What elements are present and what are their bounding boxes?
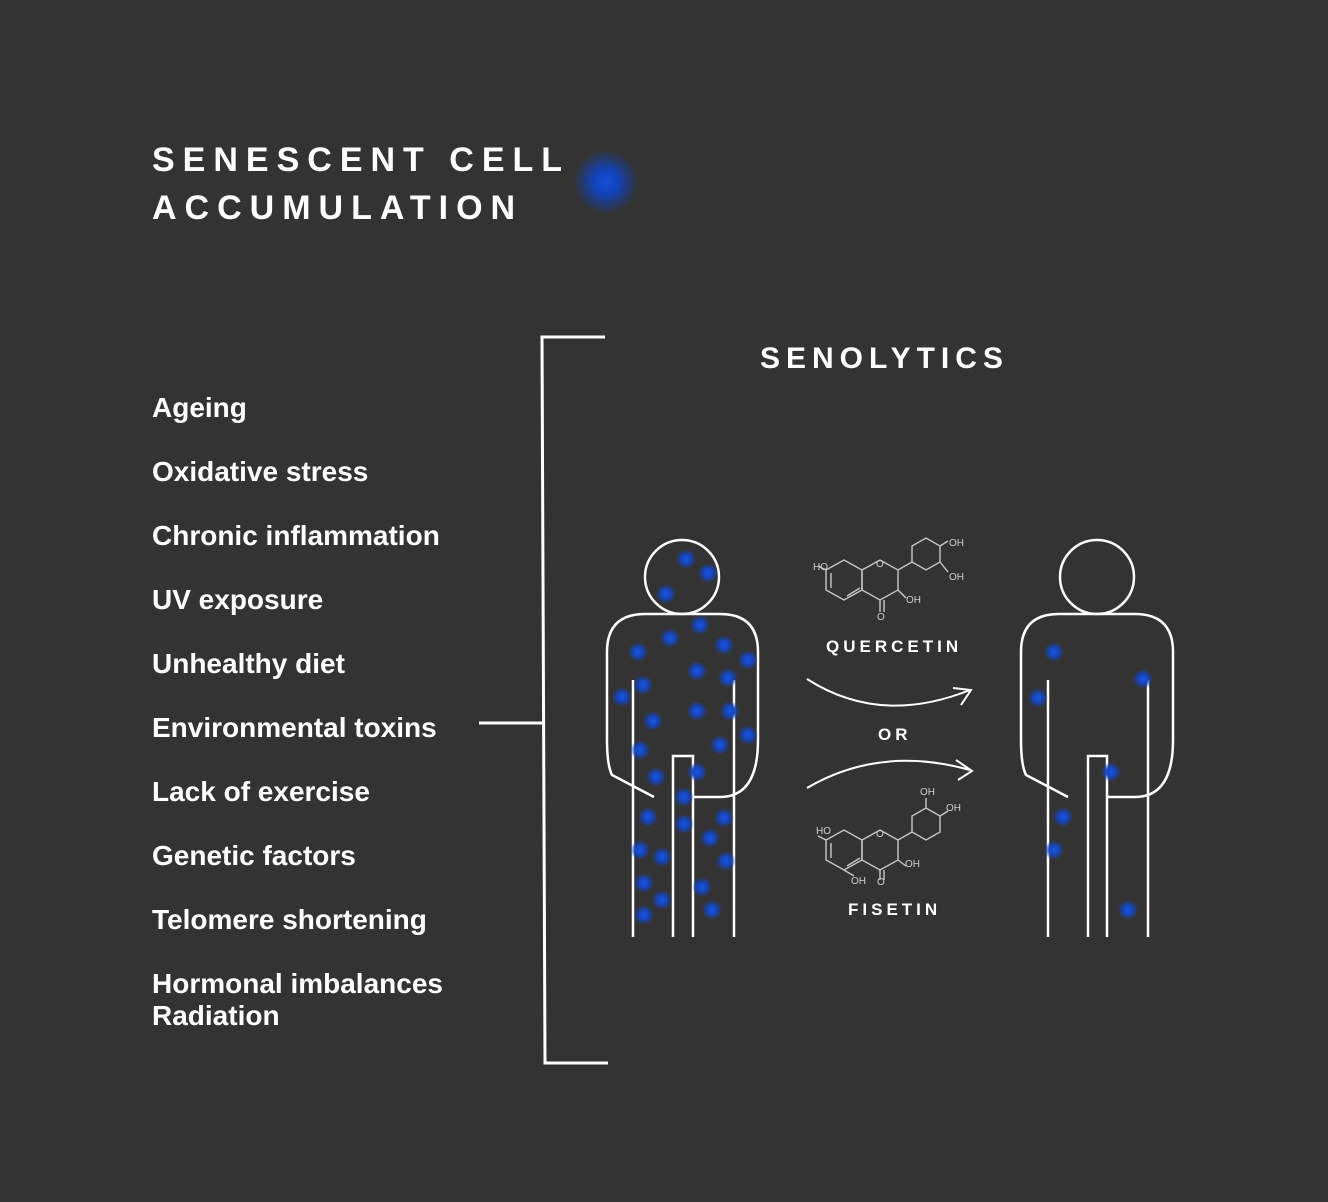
senescent-cell-icon [674, 787, 694, 807]
senescent-cell-icon [660, 628, 680, 648]
bracket-line [540, 335, 608, 1065]
senescent-cell-icon [692, 877, 712, 897]
or-label: OR [878, 725, 912, 744]
senescent-cell-icon [702, 900, 722, 920]
quercetin-oh-right: OH [949, 572, 964, 583]
factor-item: Ageing [152, 392, 247, 423]
factor-item-last: Hormonal imbalances Radiation [152, 964, 443, 1032]
fisetin-oh-top: OH [920, 787, 935, 798]
fisetin-ho: HO [816, 826, 831, 837]
senescent-cell-icon [638, 807, 658, 827]
senescent-cell-icon [710, 735, 730, 755]
fisetin-oh-right: OH [946, 803, 961, 814]
factor-item: Unhealthy diet [152, 648, 345, 679]
title-line-2: ACCUMULATION [152, 189, 524, 227]
senescent-cell-icon [714, 808, 734, 828]
factor-item: UV exposure [152, 584, 324, 615]
senescent-cell-icon [690, 615, 710, 635]
quercetin-o-carbonyl: O [877, 612, 885, 623]
senescent-cell-icon [720, 701, 740, 721]
arrow-fisetin [806, 759, 971, 789]
senescent-cell-icon [643, 711, 663, 731]
title-line-1: SENESCENT CELL [152, 141, 571, 179]
quercetin-o-ring: O [876, 559, 884, 570]
arrows [806, 678, 974, 789]
factor-item: Hormonal imbalances [152, 968, 443, 999]
factor-item: Oxidative stress [152, 456, 369, 487]
senescent-cell-icon [1053, 807, 1073, 827]
factor-item: Telomere shortening [152, 904, 427, 935]
quercetin-label: QUERCETIN [826, 637, 963, 656]
factor-item: Lack of exercise [152, 776, 370, 807]
senescent-cell-icon [687, 661, 707, 681]
arrow-head [955, 759, 974, 781]
senescent-cell-icon [738, 725, 758, 745]
quercetin-oh-top: OH [949, 538, 964, 549]
senescent-cell-icon [698, 563, 718, 583]
senescent-cell-icon [630, 740, 650, 760]
person-after [1019, 538, 1175, 937]
senescent-cell-icon [646, 767, 666, 787]
senescent-cell-icon [714, 635, 734, 655]
senolytics-heading: SENOLYTICS [760, 342, 1009, 375]
senescent-cell-icon [676, 549, 696, 569]
senescent-cell-icon [1118, 900, 1138, 920]
person-body [1019, 612, 1175, 937]
senescent-cell-dot-icon [574, 150, 638, 214]
factor-list: Ageing Oxidative stress Chronic inflamma… [152, 388, 443, 1032]
cells-before [612, 549, 758, 925]
senescent-cell-icon [1044, 840, 1064, 860]
fisetin-structure-icon: HO O OH OH OH OH O [816, 787, 961, 888]
senescent-cell-icon [652, 847, 672, 867]
senescent-cell-icon [687, 701, 707, 721]
factor-item: Environmental toxins [152, 712, 437, 743]
senescent-cell-icon [634, 873, 654, 893]
bracket [479, 335, 608, 1065]
arrow-quercetin [806, 678, 971, 707]
quercetin-oh-bottom: OH [906, 595, 921, 606]
senescent-cell-icon [1101, 762, 1121, 782]
arrow-head [952, 687, 973, 706]
fisetin-o-ring: O [876, 829, 884, 840]
senescent-cell-icon [612, 687, 632, 707]
senescent-cell-icon [652, 890, 672, 910]
factor-item: Genetic factors [152, 840, 356, 871]
senescent-cell-icon [634, 905, 654, 925]
senescent-cell-icon [633, 675, 653, 695]
senescent-cell-icon [1028, 688, 1048, 708]
senescent-cell-icon [630, 840, 650, 860]
senescent-cell-icon [687, 762, 707, 782]
senescent-cell-icon [674, 814, 694, 834]
senescent-cell-icon [628, 642, 648, 662]
senescent-cell-icon [738, 650, 758, 670]
senescent-cell-icon [716, 851, 736, 871]
fisetin-o-carbonyl: O [877, 877, 885, 888]
quercetin-ho: HO [813, 562, 828, 573]
fisetin-oh-bottom: OH [905, 859, 920, 870]
person-before [605, 538, 760, 937]
factor-item: Radiation [152, 1000, 280, 1031]
person-body [605, 612, 760, 937]
senescent-cell-icon [1133, 669, 1153, 689]
person-head [1058, 538, 1136, 616]
cells-after [1028, 642, 1153, 920]
quercetin-structure-icon: HO O OH OH OH O [813, 537, 964, 623]
senescent-cell-icon [718, 668, 738, 688]
senescent-cell-icon [656, 584, 676, 604]
page-title: SENESCENT CELL ACCUMULATION [152, 136, 570, 232]
fisetin-label: FISETIN [848, 900, 942, 919]
factor-item: Chronic inflammation [152, 520, 440, 551]
senescent-cell-icon [1044, 642, 1064, 662]
fisetin-oh-lower: OH [851, 876, 866, 887]
senescent-cell-icon [700, 828, 720, 848]
